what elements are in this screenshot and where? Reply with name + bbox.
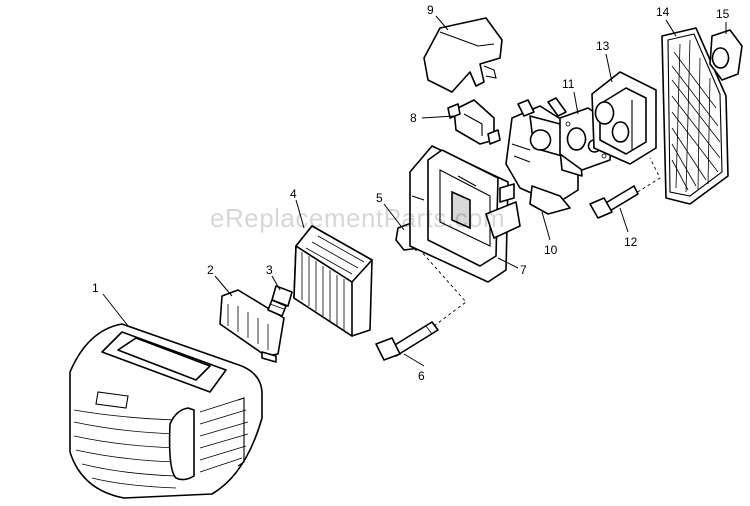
callout-11: 11 bbox=[562, 77, 575, 91]
part-9-top-plate[interactable] bbox=[423, 17, 503, 93]
part-3-screw[interactable] bbox=[267, 285, 293, 317]
callout-1: 1 bbox=[92, 281, 99, 295]
callout-5: 5 bbox=[376, 191, 383, 205]
part-8-bracket[interactable] bbox=[447, 99, 501, 145]
part-7-filter-case[interactable] bbox=[409, 145, 521, 283]
callout-3: 3 bbox=[266, 263, 273, 277]
callout-7: 7 bbox=[520, 263, 527, 277]
callout-2: 2 bbox=[207, 263, 214, 277]
callout-14: 14 bbox=[656, 5, 670, 19]
part-13-insulator[interactable] bbox=[591, 71, 657, 165]
leader-lines bbox=[102, 15, 727, 367]
callout-15: 15 bbox=[716, 7, 730, 21]
watermark: eReplacementParts.com bbox=[210, 203, 505, 233]
callout-4: 4 bbox=[290, 187, 297, 201]
callout-10: 10 bbox=[544, 243, 558, 257]
callout-13: 13 bbox=[596, 39, 610, 53]
part-15-small-gasket[interactable] bbox=[709, 29, 743, 81]
part-1-air-cleaner-cover[interactable] bbox=[69, 323, 263, 499]
callout-6: 6 bbox=[418, 369, 425, 383]
part-4-air-filter[interactable] bbox=[293, 225, 373, 337]
part-12-bolt[interactable] bbox=[589, 185, 639, 219]
part-2-baffle-plate[interactable] bbox=[219, 289, 285, 363]
part-14-screen-plate[interactable] bbox=[661, 27, 729, 205]
callout-labels: 1 2 3 4 5 6 7 8 9 10 11 12 13 14 15 bbox=[92, 3, 730, 383]
callout-8: 8 bbox=[410, 111, 417, 125]
callout-9: 9 bbox=[427, 3, 434, 17]
alignment-line-bolt-6 bbox=[419, 249, 467, 327]
part-6-long-bolt[interactable] bbox=[375, 321, 439, 361]
callout-12: 12 bbox=[624, 235, 638, 249]
